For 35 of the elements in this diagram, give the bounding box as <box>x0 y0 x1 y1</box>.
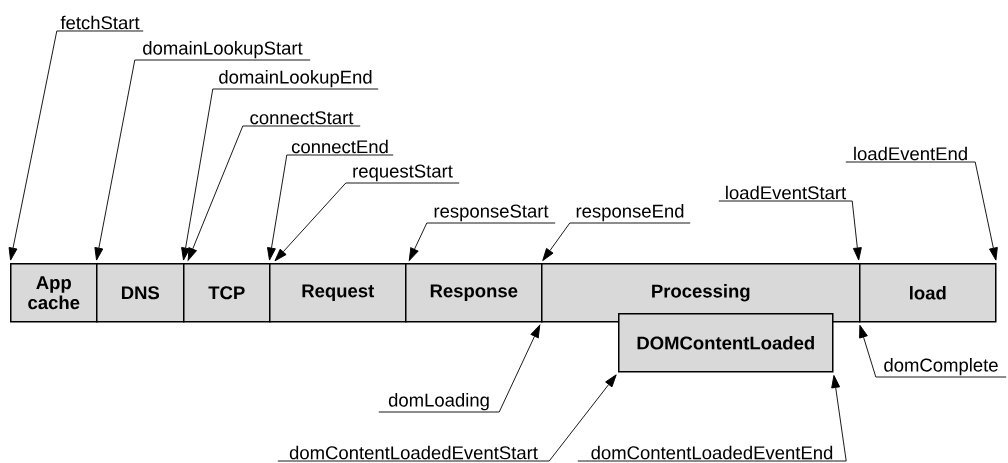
timing-label: domComplete <box>884 358 998 376</box>
leader-line <box>859 324 1007 378</box>
timing-label: loadEventStart <box>726 185 847 200</box>
timing-label: domainLookupEnd <box>219 70 372 88</box>
leader-line <box>277 374 617 462</box>
timing-label: domContentLoadedEventEnd <box>591 445 833 460</box>
timeline-segment: load <box>859 263 997 323</box>
timing-label: domLoading <box>388 393 489 411</box>
leader-line <box>378 324 541 413</box>
leader-line <box>577 375 847 462</box>
timing-label: responseStart <box>434 204 549 222</box>
timeline-segment: Request <box>269 263 407 323</box>
timing-label: connectEnd <box>291 139 388 154</box>
timing-label: fetchStart <box>60 15 140 30</box>
timeline-segment: App cache <box>10 263 98 323</box>
timeline-segment: TCP <box>183 263 271 323</box>
timing-label: responseEnd <box>576 204 684 222</box>
leader-line <box>181 88 379 261</box>
timing-label: requestStart <box>353 164 453 182</box>
leader-line <box>94 59 311 261</box>
leader-line <box>187 125 361 261</box>
leader-line <box>408 222 556 261</box>
timing-label: domainLookupStart <box>143 41 303 59</box>
leader-line <box>8 30 144 261</box>
timeline-segment: Response <box>405 263 543 323</box>
leader-line <box>718 200 862 261</box>
leader-line <box>845 161 998 261</box>
leader-line <box>274 182 460 262</box>
event-box: DOMContentLoaded <box>618 313 834 373</box>
timeline-segment: DNS <box>96 263 185 323</box>
timing-label: connectStart <box>250 111 354 125</box>
timing-label: loadEventEnd <box>854 146 967 161</box>
timing-label: domContentLoadedEventStart <box>289 445 538 460</box>
leader-line <box>267 154 394 261</box>
leader-line <box>542 222 691 262</box>
